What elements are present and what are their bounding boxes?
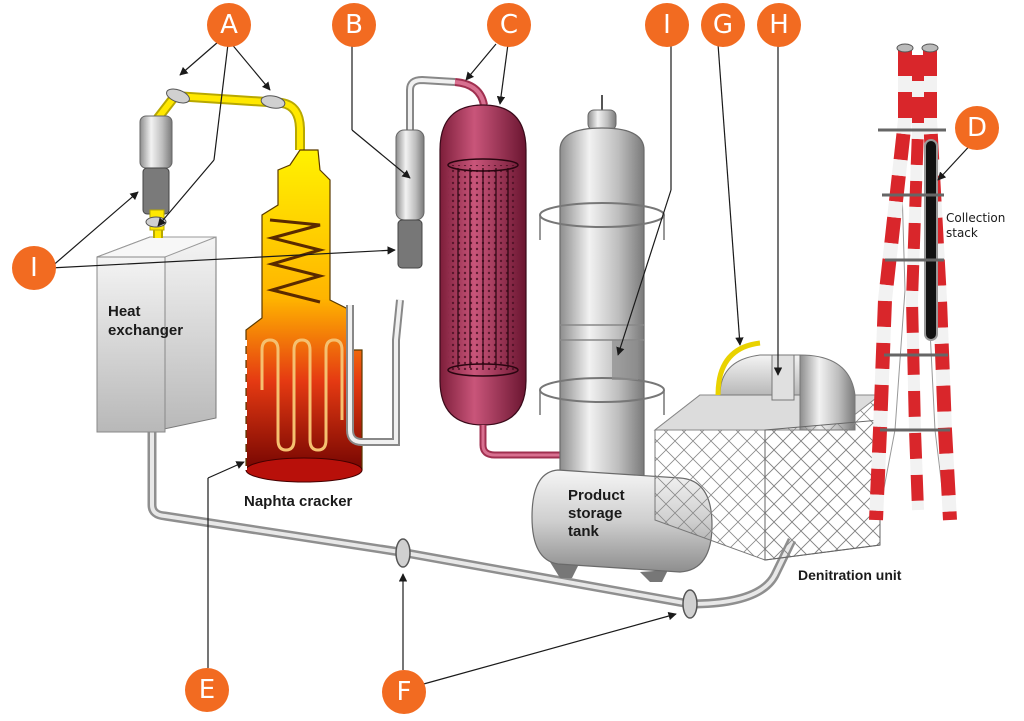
callout-d: D (955, 106, 999, 150)
svg-text:A: A (220, 10, 238, 40)
naphta-cracker-label: Naphta cracker (244, 493, 353, 510)
storage-tank-label-line2: storage (568, 505, 622, 522)
reactor-vessel (439, 104, 560, 459)
svg-text:F: F (397, 677, 412, 707)
callout-b: B (332, 3, 376, 47)
denitration-unit (653, 340, 882, 561)
leader-lines (49, 41, 976, 686)
pipe-flange-left (395, 538, 411, 568)
callout-c: C (487, 3, 531, 47)
storage-tank-label-line3: tank (568, 523, 600, 540)
collection-stack (869, 43, 957, 521)
heat-exchanger-label-line1: Heat (108, 303, 141, 320)
svg-text:B: B (345, 10, 363, 40)
callout-h: H (757, 3, 801, 47)
svg-text:H: H (769, 10, 789, 40)
svg-text:E: E (199, 675, 215, 705)
storage-tank-label-line1: Product (568, 487, 625, 504)
collection-stack-label-line2: stack (946, 226, 978, 240)
heat-exchanger (96, 236, 217, 433)
feed-column (139, 88, 305, 238)
stack-leg-right (923, 50, 957, 521)
svg-text:G: G (713, 10, 733, 40)
callout-f: F (382, 670, 426, 714)
svg-text:I: I (663, 10, 671, 40)
svg-text:C: C (500, 10, 518, 40)
stack-leg-left (869, 50, 912, 521)
denitration-unit-label: Denitration unit (798, 567, 902, 583)
collection-stack-label-line1: Collection (946, 211, 1005, 225)
callout-e: E (185, 668, 229, 712)
pipe-flange-right (682, 589, 698, 619)
svg-text:I: I (30, 253, 38, 283)
callout-g: G (701, 3, 745, 47)
distillation-tower (539, 95, 665, 481)
callout-i-top: I (645, 3, 689, 47)
heat-exchanger-label-line2: exchanger (108, 322, 183, 339)
callout-a: A (207, 3, 251, 47)
naphta-cracker (245, 149, 404, 483)
stack-leg-center (905, 55, 924, 511)
separator-column (395, 75, 488, 269)
svg-text:D: D (967, 113, 987, 143)
callout-i-left: I (12, 246, 56, 290)
